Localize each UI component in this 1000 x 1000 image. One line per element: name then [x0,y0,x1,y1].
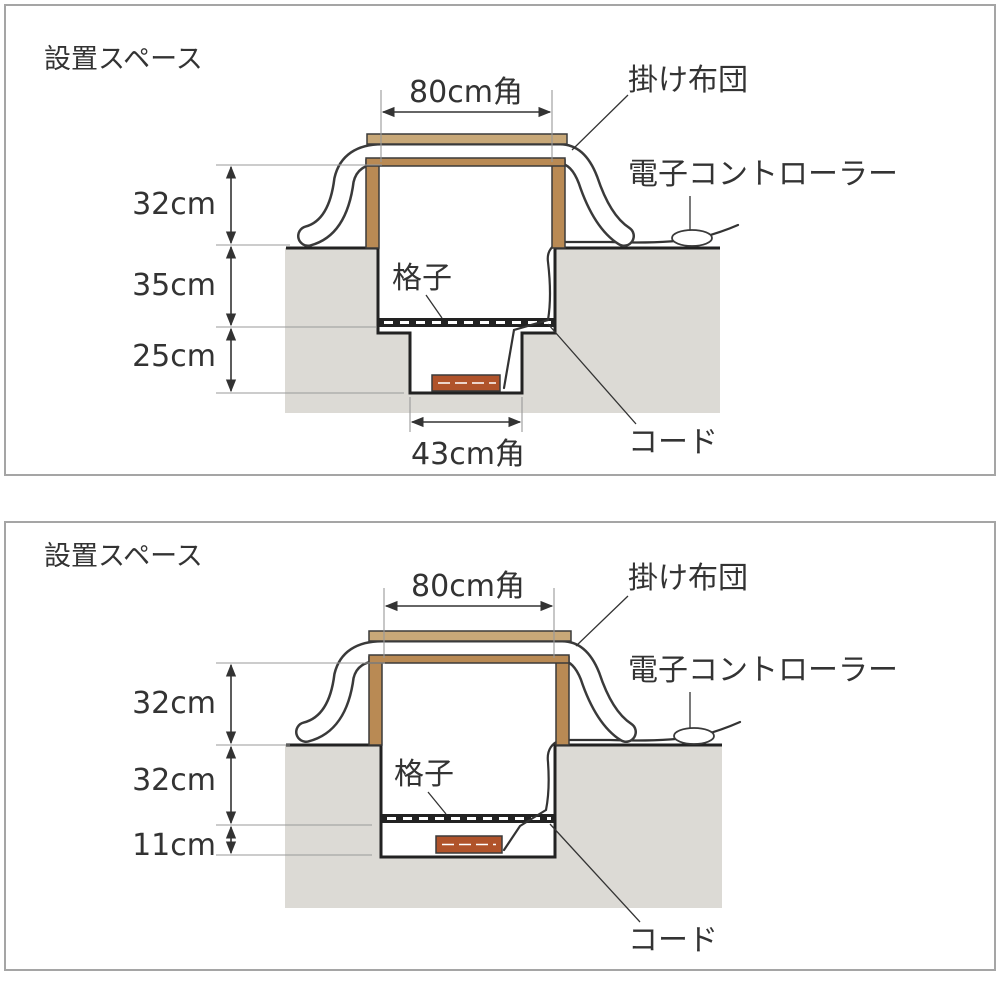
dim-top-width-label: 80cm角 [411,569,525,604]
dim-bottom-width-label: 43cm角 [411,437,525,472]
table-leg-right [551,159,566,249]
panel-title: 設置スペース [44,44,203,75]
panel-frame [4,4,996,476]
leader-cord [549,823,641,923]
dim-height-3-label: 25cm [132,339,216,374]
dim-height-3-label: 11cm [132,828,216,863]
label-controller: 電子コントローラー [628,653,898,688]
leader-grate [425,294,443,319]
quilt-fill [299,145,633,245]
pit-opening [381,745,555,857]
table-top [368,630,572,642]
leader-quilt [575,595,629,647]
panel-title: 設置スペース [44,541,203,572]
table-leg-left [368,656,383,746]
dim-height-2-label: 32cm [132,763,216,798]
label-controller: 電子コントローラー [628,157,898,192]
dim-height-1-label: 32cm [132,187,216,222]
panel-sunken-pit: 設置スペース 80cm角 43cm角 [4,4,996,476]
controller-device [673,727,715,745]
panel-shallow-pit: 設置スペース 80cm角 [4,521,996,971]
leader-quilt [571,94,629,151]
label-grate: 格子 [394,757,454,792]
leader-grate [427,791,447,815]
label-quilt: 掛け布団 [628,63,748,98]
table-apron [365,157,566,167]
table-leg-right [555,656,570,746]
pit-walls [286,246,720,395]
dim-height-2-label: 35cm [132,268,216,303]
label-grate: 格子 [392,261,452,296]
leader-cord [547,323,637,425]
table-leg-left [365,159,380,249]
label-cord: コード [628,425,718,460]
label-quilt: 掛け布団 [628,561,748,596]
dim-height-1-label: 32cm [132,686,216,721]
panel-frame [4,521,996,971]
quilt-fill [297,642,635,741]
table-apron [368,654,570,664]
label-cord: コード [628,923,718,958]
controller-device [671,229,713,247]
table-top [366,133,568,145]
dim-top-width-label: 80cm角 [409,75,523,110]
pit-walls [286,743,722,859]
